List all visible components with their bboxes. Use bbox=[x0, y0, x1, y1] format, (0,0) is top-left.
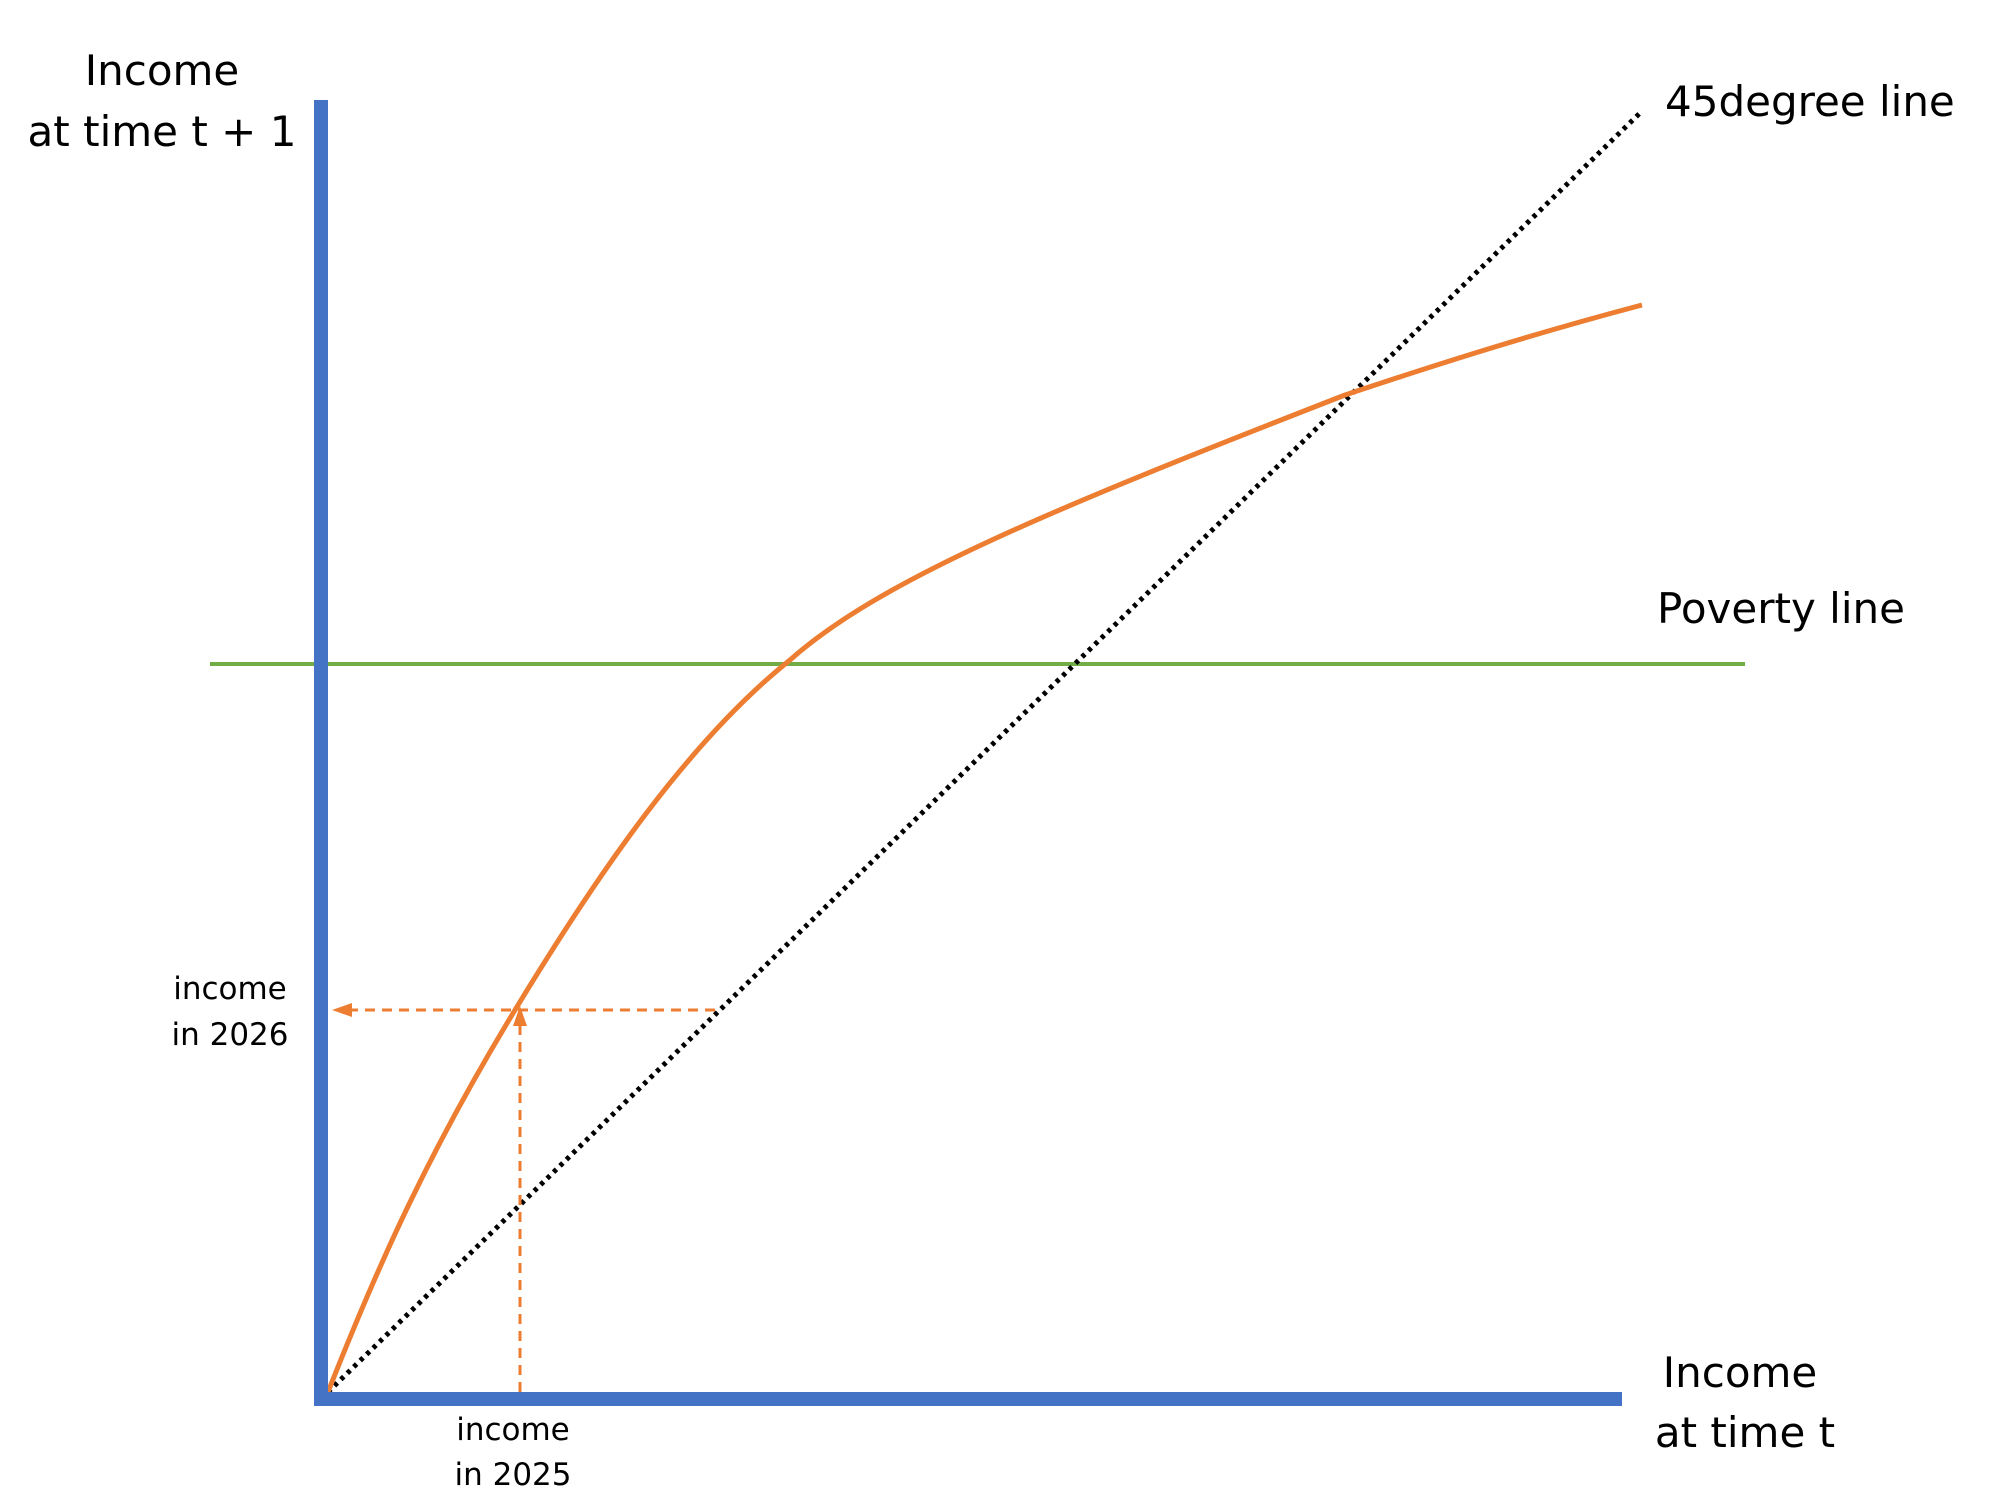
poverty-line-label: Poverty line bbox=[1657, 584, 1905, 633]
x-axis bbox=[314, 1392, 1622, 1406]
degree-45-line bbox=[326, 111, 1642, 1394]
y-axis bbox=[314, 100, 328, 1406]
income-2025-guide-arrowhead bbox=[513, 1006, 527, 1026]
income-2026-guide-arrowhead bbox=[332, 1003, 352, 1017]
degree-line-label: 45degree line bbox=[1665, 77, 1955, 126]
x-axis-label-line1: Income bbox=[1663, 1348, 1818, 1397]
y-axis-label-line1: Income bbox=[85, 46, 240, 95]
income-2026-label-line1: income bbox=[173, 971, 287, 1007]
income-2025-label-line2: in 2025 bbox=[454, 1457, 571, 1493]
income-2026-label-line2: in 2026 bbox=[171, 1017, 288, 1053]
income-transition-curve bbox=[325, 302, 1643, 1393]
x-axis-label-line2: at time t bbox=[1655, 1408, 1835, 1457]
income-2025-label-line1: income bbox=[456, 1412, 570, 1448]
y-axis-label-line2: at time t + 1 bbox=[28, 107, 297, 156]
